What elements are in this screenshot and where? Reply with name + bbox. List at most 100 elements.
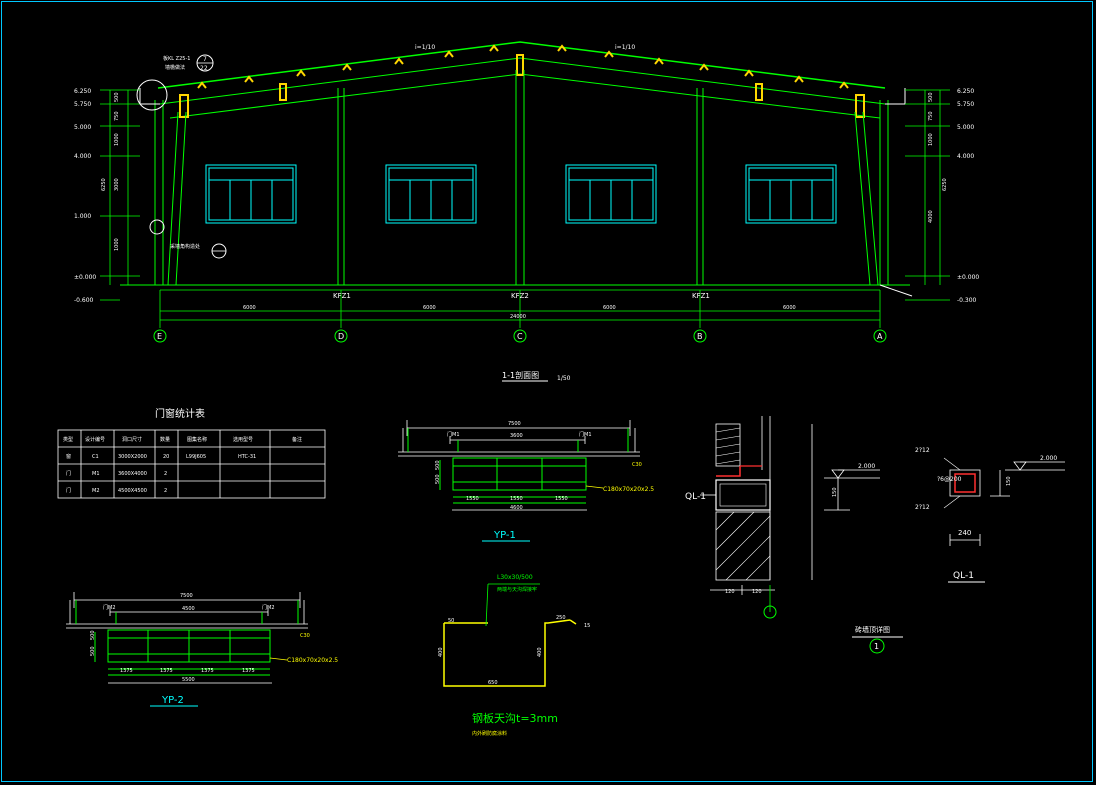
callout-side: 墙檐做法 (165, 64, 185, 71)
yp1-top-dim: 7500 (508, 421, 521, 427)
ql-tag: QL-1 (685, 492, 706, 502)
right-elev-1: 5.750 (957, 101, 974, 108)
right-elev-3: 4.000 (957, 153, 974, 160)
cell-1-2: 3600X4000 (118, 471, 147, 477)
roof-outline (157, 41, 886, 89)
left-gutter (139, 88, 160, 105)
yp1-tag-right: 门M1 (579, 431, 592, 438)
right-elev-0: 6.250 (957, 88, 974, 95)
cell-0-1: C1 (92, 454, 99, 460)
cell-0-4: L99J605 (186, 454, 206, 460)
gutter-dim-0: 50 (448, 618, 454, 624)
yp1-bay-0: 1550 (466, 496, 479, 502)
right-elev-5: -0.300 (957, 297, 977, 304)
left-dim-2: 1000 (114, 133, 120, 146)
gutter-top-note2: 两端与天沟焊接牢 (497, 586, 537, 593)
slope-right: i=1/10 (615, 44, 635, 51)
bay-dim-3: 6000 (783, 305, 796, 311)
table-header-5: 选用型号 (233, 436, 253, 443)
left-elev-4: 1.000 (74, 213, 91, 220)
yp2-height-0: 500 (90, 630, 96, 640)
section-scale: 1/50 (557, 375, 571, 382)
table-header-3: 数量 (160, 436, 170, 443)
left-elev-5: ±0.000 (74, 274, 96, 281)
yp2-bay-1: 1375 (160, 668, 173, 674)
window-1 (205, 164, 297, 224)
columns (154, 70, 889, 286)
table-header-1: 设计编号 (85, 436, 105, 443)
gutter-shape (443, 619, 571, 687)
window-3 (565, 164, 657, 224)
yp2-top-dim: 7500 (180, 593, 193, 599)
cell-0-3: 20 (163, 454, 169, 460)
yp2-tag-right: 门M2 (262, 604, 275, 611)
gutter-detail: L30x30/500 两端与天沟焊接牢 50 400 650 400 250 1… (438, 574, 590, 737)
window-4 (745, 164, 837, 224)
table-header-4: 图集名称 (187, 436, 207, 443)
bay-dim-2: 6000 (603, 305, 616, 311)
callout-num: 7 (203, 56, 207, 63)
right-dim-lines (905, 89, 950, 301)
axis-B: B (697, 332, 703, 341)
ql-section-box (949, 469, 981, 497)
wall-top-detail: QL-1 120 120 2.000 150 2?12 ?6@200 2?12 … (685, 416, 1065, 654)
right-dim-3: 4000 (928, 210, 934, 223)
cell-2-1: M2 (92, 488, 100, 494)
yp2-tag-left: 门M2 (103, 604, 116, 611)
cell-1-0: 门 (66, 470, 71, 477)
yp2-section-label: C180x70x20x2.5 (287, 657, 338, 664)
bottom-dim-lines (159, 290, 881, 328)
ql-bottom-1: 120 (752, 589, 762, 595)
section-1-1: i=1/10 i=1/10 板KL Z25-1 7 22 墙檐做法 采墙角构造处… (74, 41, 979, 382)
right-dim-2: 1000 (928, 133, 934, 146)
yp2-inner-dim: 4500 (182, 606, 195, 612)
yp1-bottom-dim: 4600 (510, 505, 523, 511)
total-dim: 24000 (510, 314, 526, 320)
table-header-6: 备注 (292, 436, 302, 443)
yp2-detail: 7500 4500 门M2 门M2 C30 C180x70x20x2.5 137… (66, 592, 338, 707)
wall-detail-num: 1 (874, 642, 879, 651)
ql-h-dim2: 150 (1006, 476, 1012, 486)
ql-rebar-top: 2?12 (915, 447, 930, 454)
ql-w-dim: 240 (958, 529, 971, 537)
cell-2-0: 门 (66, 487, 71, 494)
wall-detail-circle (869, 638, 885, 654)
callout-circle-top (136, 79, 168, 111)
ql-section-title: QL-1 (953, 571, 974, 581)
ql-rebar-mid: ?6@200 (937, 476, 962, 483)
gutter-subtitle: 内外刷防腐涂料 (472, 730, 507, 737)
flashing (716, 466, 741, 477)
yp1-bay-2: 1550 (555, 496, 568, 502)
right-dim-1: 750 (928, 111, 934, 121)
cell-0-5: HTC-31 (238, 454, 256, 460)
yp2-c-label: C30 (300, 633, 310, 639)
gutter-dim-1: 400 (438, 647, 444, 657)
column-label-2: KFZ1 (692, 292, 710, 300)
wall-detail-title: 砖墙顶详图 (855, 625, 890, 634)
ql-h-dim: 150 (832, 487, 838, 497)
ql-elev: 2.000 (858, 463, 875, 470)
ql-elev2: 2.000 (1040, 455, 1057, 462)
yp2-bottom-dim: 5500 (182, 677, 195, 683)
left-elev-2: 5.000 (74, 124, 91, 131)
left-callout: 采墙角构造处 (170, 243, 200, 250)
gutter-dim-2: 650 (488, 680, 498, 686)
section-title: 1-1剖面图 (502, 370, 539, 380)
yp1-section-label: C180x70x20x2.5 (603, 486, 654, 493)
purlins (179, 44, 865, 118)
cell-0-2: 3000X2000 (118, 454, 147, 460)
callout-top: 板KL Z25-1 (163, 55, 190, 62)
grade-right (879, 284, 913, 297)
windows (205, 164, 837, 224)
cell-2-2: 4500X4500 (118, 488, 147, 494)
left-dim-lines (100, 89, 140, 301)
right-dim-0: 500 (928, 92, 934, 102)
yp2-bay-2: 1375 (201, 668, 214, 674)
ql-rebar-bot: 2?12 (915, 504, 930, 511)
left-dim-5: 6250 (101, 178, 107, 191)
left-dim-4: 1000 (114, 238, 120, 251)
yp1-inner-dim: 3600 (510, 433, 523, 439)
left-elev-0: 6.250 (74, 88, 91, 95)
yp2-bay-0: 1375 (120, 668, 133, 674)
